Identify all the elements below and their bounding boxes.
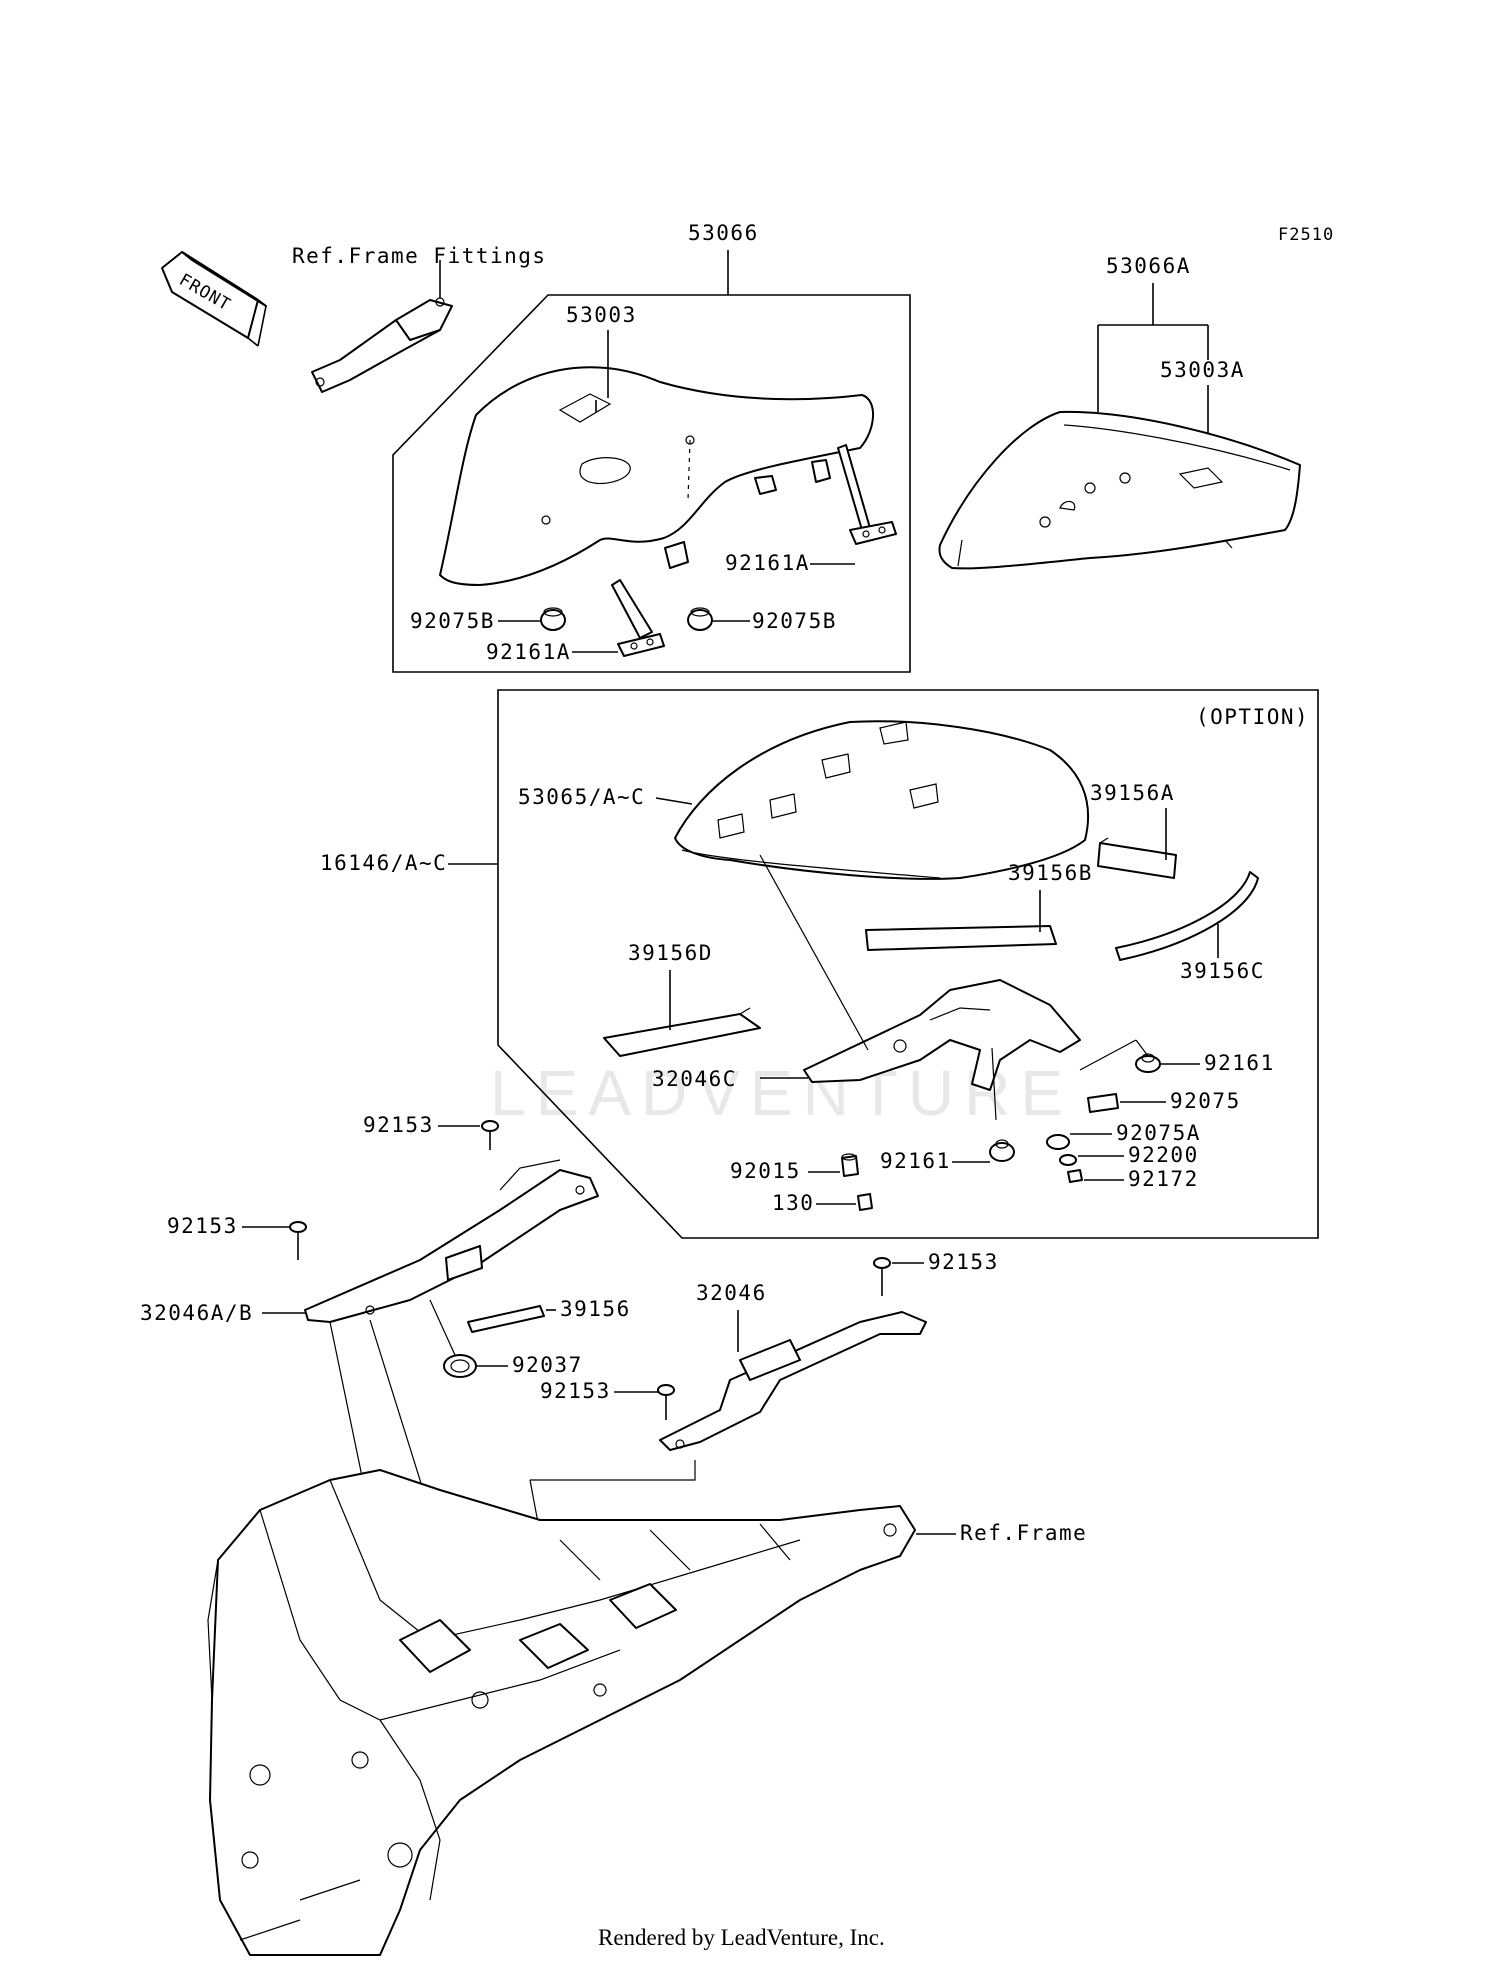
label-53066a: 53066A: [1106, 254, 1191, 278]
label-92200: 92200: [1128, 1143, 1199, 1167]
label-92161a-rear: 92161A: [725, 551, 810, 575]
front-arrow-icon: FRONT: [161, 251, 267, 347]
washer-92200: [1059, 1154, 1077, 1166]
frame: [207, 1469, 916, 1956]
label-92161-upper: 92161: [1204, 1051, 1275, 1075]
seat-cowl: [674, 720, 1090, 880]
bolt-130: [857, 1193, 873, 1211]
rider-seat: [439, 366, 875, 639]
label-32046c: 32046C: [652, 1067, 737, 1091]
label-16146: 16146/A~C: [320, 851, 447, 875]
damper-92075a: [1046, 1134, 1070, 1150]
label-92075b-right: 92075B: [752, 609, 837, 633]
label-92153-mid: 92153: [540, 1379, 611, 1403]
frame-fitting-bracket: [311, 297, 453, 393]
watermark: LEADVENTURE: [490, 1057, 1073, 1129]
pad-39156d: [603, 1007, 761, 1057]
option-label: (OPTION): [1196, 705, 1309, 729]
pad-39156: [467, 1305, 545, 1333]
label-92153-right: 92153: [928, 1250, 999, 1274]
pad-39156b: [865, 925, 1057, 951]
diagram-code: F2510: [1278, 225, 1334, 245]
seat-hook-92161a-front: [617, 633, 665, 657]
rider-seat-group-box: [392, 294, 911, 673]
collar-92015: [841, 1153, 859, 1177]
label-39156: 39156: [560, 1297, 631, 1321]
clamp-92037: [443, 1354, 477, 1378]
label-92153-top: 92153: [363, 1113, 434, 1137]
damper-92075b-right: [687, 607, 713, 631]
pillion-seat: [938, 410, 1301, 570]
label-92037: 92037: [512, 1353, 583, 1377]
label-39156d: 39156D: [628, 941, 713, 965]
label-53003a: 53003A: [1160, 358, 1245, 382]
damper-92075: [1087, 1093, 1119, 1113]
screw-92153-mid: [657, 1384, 675, 1420]
bolt-92172: [1067, 1169, 1083, 1183]
ref-frame-label: Ref.Frame: [960, 1521, 1087, 1545]
label-130: 130: [772, 1191, 814, 1215]
bracket-32046ab: [304, 1159, 599, 1323]
label-92075: 92075: [1170, 1089, 1241, 1113]
label-92153-left: 92153: [167, 1214, 238, 1238]
bracket-32046: [659, 1311, 927, 1451]
label-39156c: 39156C: [1180, 959, 1265, 983]
label-39156a: 39156A: [1090, 781, 1175, 805]
label-53003: 53003: [566, 303, 637, 327]
screw-92153-top: [481, 1120, 499, 1150]
label-92161a-front: 92161A: [486, 640, 571, 664]
screw-92153-right: [873, 1257, 891, 1296]
label-53066: 53066: [688, 221, 759, 245]
label-92161-lower: 92161: [880, 1149, 951, 1173]
damper-92075b-left: [540, 607, 566, 631]
label-39156b: 39156B: [1008, 861, 1093, 885]
label-32046ab: 32046A/B: [140, 1301, 253, 1325]
seat-hook-92161a-rear: [849, 521, 897, 545]
footer-credit: Rendered by LeadVenture, Inc.: [598, 1925, 885, 1950]
label-92075b-left: 92075B: [410, 609, 495, 633]
label-92015: 92015: [730, 1159, 801, 1183]
label-53065: 53065/A~C: [518, 785, 645, 809]
ref-frame-fittings-label: Ref.Frame Fittings: [292, 244, 547, 268]
label-32046: 32046: [696, 1281, 767, 1305]
clip-92161-upper: [1135, 1053, 1161, 1073]
screw-92153-left: [289, 1221, 307, 1260]
pad-39156c: [1115, 871, 1259, 961]
bracket-32046c: [759, 854, 1081, 1121]
label-92172: 92172: [1128, 1167, 1199, 1191]
pad-39156a: [1097, 837, 1177, 879]
label-92075a: 92075A: [1116, 1121, 1201, 1145]
option-group-box: [497, 689, 1319, 1239]
clip-92161-lower: [989, 1139, 1015, 1162]
